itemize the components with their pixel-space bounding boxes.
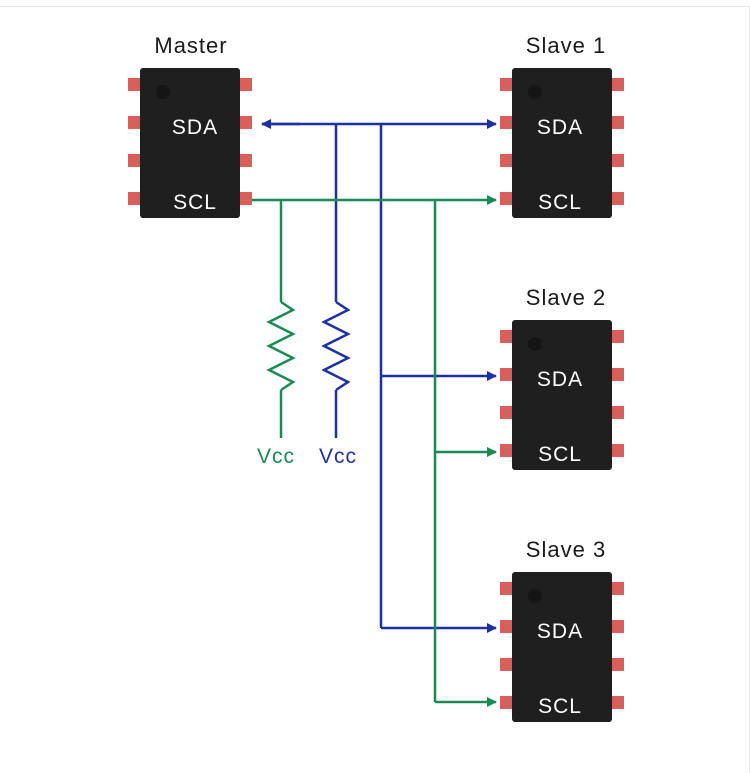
slave1-chip: Slave 1 SDA SCL [500, 33, 624, 218]
slave1-sda-label: SDA [537, 116, 583, 139]
slave2-scl-label: SCL [538, 443, 582, 466]
frame-top-border [0, 6, 750, 7]
master-title: Master [154, 33, 227, 58]
slave3-sda-label: SDA [537, 620, 583, 643]
slave3-scl-label: SCL [538, 695, 582, 718]
scl-vcc-label: Vcc [257, 445, 295, 468]
slave2-sda-label: SDA [537, 368, 583, 391]
master-scl-label: SCL [173, 191, 217, 214]
slave3-title: Slave 3 [526, 537, 606, 562]
slave2-chip: Slave 2 SDA SCL [500, 285, 624, 470]
slave1-scl-label: SCL [538, 191, 582, 214]
sda-vcc-label: Vcc [319, 445, 357, 468]
scl-bus [252, 195, 497, 707]
master-sda-label: SDA [172, 116, 218, 139]
slave3-chip: Slave 3 SDA SCL [500, 537, 624, 722]
sda-bus [261, 119, 497, 633]
master-chip: Master SDA SCL [128, 33, 252, 218]
slave2-title: Slave 2 [526, 285, 606, 310]
slave1-title: Slave 1 [526, 33, 606, 58]
